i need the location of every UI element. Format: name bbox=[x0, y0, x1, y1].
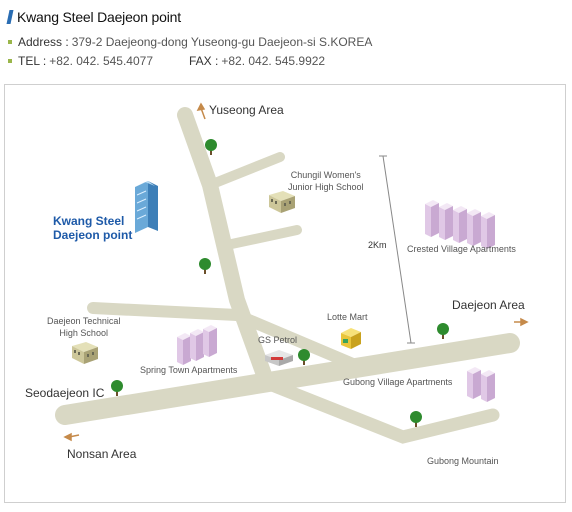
yuseong-area-label: Yuseong Area bbox=[209, 103, 284, 117]
tree-icon bbox=[199, 258, 211, 274]
nonsan-area-label: Nonsan Area bbox=[67, 447, 137, 461]
road-network bbox=[55, 107, 520, 444]
side-road bbox=[222, 225, 302, 250]
apartment-icon bbox=[177, 325, 217, 365]
school-building-icon bbox=[72, 342, 98, 364]
technical-road bbox=[87, 302, 243, 321]
distance-scale bbox=[379, 155, 415, 344]
gubong-mountain-label: Gubong Mountain bbox=[427, 456, 499, 466]
lotte-mart-label: Lotte Mart bbox=[327, 312, 368, 322]
gubong-road bbox=[260, 376, 500, 444]
tree-icon bbox=[298, 349, 310, 365]
fax-label: FAX : bbox=[189, 54, 219, 68]
tree-icon bbox=[111, 380, 123, 396]
location-map: Yuseong Area Daejeon Area Seodaejeon IC … bbox=[4, 84, 566, 503]
main-highway bbox=[55, 333, 520, 425]
tel-value: +82. 042. 545.4077 bbox=[49, 54, 153, 68]
distance-label: 2Km bbox=[368, 240, 387, 250]
gubong-village-label: Gubong Village Apartments bbox=[343, 377, 453, 387]
address-label: Address : bbox=[18, 35, 69, 49]
bullet-icon bbox=[8, 40, 12, 44]
tel-label: TEL : bbox=[18, 54, 47, 68]
bullet-icon bbox=[8, 59, 12, 63]
gas-station-icon bbox=[265, 350, 293, 366]
contact-row: TEL : +82. 042. 545.4077 FAX : +82. 042.… bbox=[8, 54, 408, 68]
apartment-icon bbox=[425, 200, 495, 249]
tree-icon bbox=[410, 411, 422, 427]
map-drawing bbox=[55, 102, 529, 444]
chungil-school-label: Chungil Women's Junior High School bbox=[288, 170, 364, 192]
spring-town-label: Spring Town Apartments bbox=[140, 365, 238, 375]
crested-village-label: Crested Village Apartments bbox=[407, 244, 516, 254]
kwang-steel-point-label: Kwang Steel Daejeon point bbox=[53, 214, 133, 242]
technical-school-label: Daejeon Technical High School bbox=[47, 316, 121, 338]
title-accent-bar bbox=[6, 10, 14, 24]
fax-value: +82. 042. 545.9922 bbox=[221, 54, 326, 68]
lotte-mart-icon bbox=[341, 328, 361, 349]
lotte-road bbox=[231, 309, 366, 373]
arrow-daejeon-icon bbox=[514, 317, 529, 327]
seodaejeon-ic-label: Seodaejeon IC bbox=[25, 386, 105, 400]
page-title-text: Kwang Steel Daejeon point bbox=[17, 9, 181, 25]
gs-petrol-label: GS Petrol bbox=[258, 335, 298, 345]
apartment-icon bbox=[467, 367, 495, 402]
page-title: Kwang Steel Daejeon point bbox=[6, 7, 181, 27]
kwang-steel-building-icon bbox=[135, 181, 158, 233]
arrow-nonsan-icon bbox=[63, 432, 80, 442]
daejeon-area-label: Daejeon Area bbox=[452, 298, 525, 312]
address-value: 379-2 Daejeong-dong Yuseong-gu Daejeon-s… bbox=[71, 35, 373, 49]
tree-icon bbox=[437, 323, 449, 339]
tree-icon bbox=[205, 139, 217, 155]
road-to-chungil bbox=[205, 152, 285, 190]
address-row: Address : 379-2 Daejeong-dong Yuseong-gu… bbox=[8, 35, 372, 49]
arrow-yuseong-icon bbox=[196, 102, 206, 120]
fax-group: FAX : +82. 042. 545.9922 bbox=[189, 54, 325, 68]
school-building-icon bbox=[269, 191, 295, 213]
